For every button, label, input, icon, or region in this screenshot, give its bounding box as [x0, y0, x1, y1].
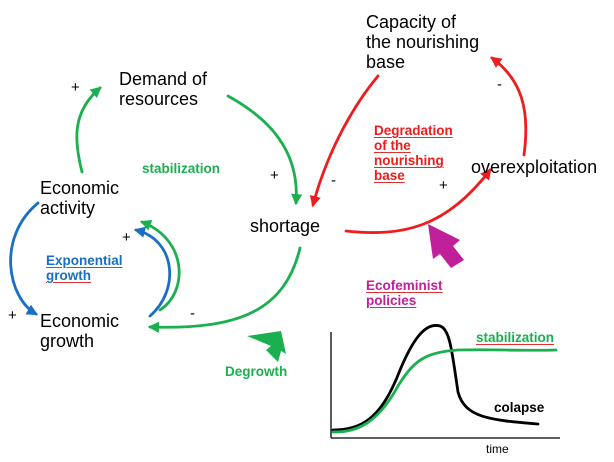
node-economic-growth: Economic growth: [40, 311, 120, 352]
inset-collapse-curve: [331, 324, 540, 432]
arrow-growth-to-activity-blue: [133, 226, 172, 318]
arrow-shortage-to-growth: [147, 246, 302, 333]
label-degradation-of-nourishing-base: Degradation of the nourishing base: [374, 123, 453, 184]
arrow-growth-to-activity-green: [139, 220, 181, 312]
ecofeminist-intervention-arrow: [428, 224, 464, 268]
sign-plus-overexploitation: +: [439, 177, 448, 194]
sign-plus-activity: +: [122, 229, 131, 246]
arrow-demand-to-shortage: [226, 94, 303, 206]
sign-plus-growth: +: [8, 307, 17, 324]
arrow-activity-to-demand: [75, 86, 102, 174]
inset-stabilization-label: stabilization: [476, 330, 555, 345]
arrow-activity-to-growth-blue: [9, 201, 40, 316]
inset-time-axis-label: time: [486, 442, 509, 456]
sign-minus-growth: -: [190, 305, 195, 322]
label-ecofeminist-policies: Ecofeminist policies: [366, 278, 443, 309]
sign-plus-demand: +: [71, 79, 80, 96]
sign-minus-overexploitation: -: [497, 76, 502, 93]
node-shortage: shortage: [250, 216, 321, 236]
sign-minus-capacity: -: [331, 172, 336, 189]
arrow-capacity-to-shortage: [309, 74, 380, 208]
sign-plus-shortage: +: [270, 167, 279, 184]
label-degrowth: Degrowth: [225, 364, 288, 379]
node-demand-of-resources: Demand of resources: [119, 69, 208, 110]
inset-collapse-label: colapse: [494, 400, 545, 415]
label-stabilization: stabilization: [142, 161, 221, 176]
inset-stabilization-curve: [331, 348, 558, 434]
label-exponential-growth: Exponential growth: [46, 253, 123, 284]
node-capacity-of-nourishing-base: Capacity of the nourishing base: [366, 12, 480, 73]
node-overexploitation: overexploitation: [471, 157, 598, 177]
degrowth-intervention-arrow: [247, 331, 286, 362]
arrow-overexploitation-to-capacity: [490, 56, 528, 157]
arrow-shortage-to-overexploitation: [344, 168, 492, 234]
node-economic-activity: Economic activity: [40, 178, 120, 219]
